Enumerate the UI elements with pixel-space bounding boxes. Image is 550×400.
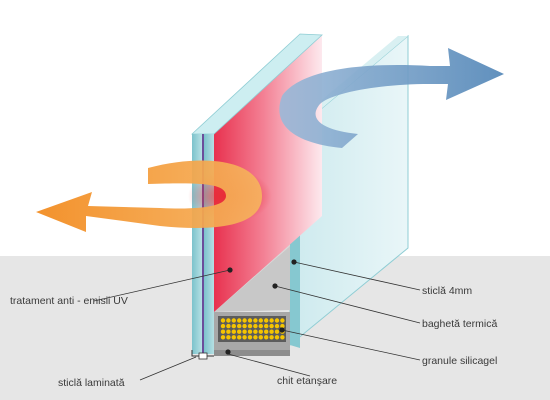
leader-laminated bbox=[139, 356, 197, 381]
silica-gel-granule bbox=[231, 329, 236, 334]
silica-gel-granule bbox=[258, 329, 263, 334]
silica-gel-granule bbox=[237, 329, 242, 334]
silica-gel-granule bbox=[220, 329, 226, 334]
silica-gel-granule bbox=[258, 318, 263, 323]
silica-gel-granule bbox=[247, 318, 253, 323]
silica-gel-granule bbox=[226, 335, 231, 340]
silica-gel-granule bbox=[231, 335, 236, 340]
silica-gel-granule bbox=[264, 318, 269, 323]
silica-gel-granule bbox=[242, 335, 247, 340]
silica-gel-granule bbox=[231, 318, 236, 323]
silica-gel-granule bbox=[280, 335, 285, 340]
silica-gel-granule bbox=[269, 323, 274, 329]
silica-gel-granule bbox=[220, 335, 226, 340]
dot-uv bbox=[227, 267, 233, 273]
silica-gel-granule bbox=[258, 323, 263, 329]
silica-gel-granule bbox=[269, 329, 274, 334]
silica-gel-granule bbox=[242, 329, 247, 334]
silica-gel-granule bbox=[220, 318, 226, 323]
silica-gel-granule bbox=[237, 335, 242, 340]
silica-gel-granule bbox=[226, 318, 231, 323]
silica-gel-granule bbox=[274, 335, 280, 340]
silica-gel-granule bbox=[247, 335, 253, 340]
silica-gel-granule bbox=[253, 329, 258, 334]
silica-gel-granule bbox=[220, 323, 226, 329]
silica-gel-granule bbox=[242, 323, 247, 329]
silica-gel-granule bbox=[231, 323, 236, 329]
leader-thermal bbox=[274, 285, 421, 324]
silica-gel-granule bbox=[253, 335, 258, 340]
cold-air-flow-icon bbox=[279, 48, 504, 148]
label-laminated-glass: sticlă laminată bbox=[58, 377, 125, 389]
silica-gel-granule bbox=[274, 323, 280, 329]
label-sealant: chit etanşare bbox=[277, 375, 337, 387]
silica-gel-granule bbox=[280, 323, 285, 329]
label-silica-gel: granule silicagel bbox=[422, 355, 497, 367]
silica-gel-granule bbox=[264, 335, 269, 340]
laminated-glass-edge-outer bbox=[192, 134, 202, 354]
hot-air-flow-icon bbox=[36, 160, 262, 232]
sealant-strip bbox=[214, 350, 290, 356]
leader-silica bbox=[281, 329, 421, 361]
leader-sealant bbox=[227, 353, 311, 377]
silica-gel-granule bbox=[237, 323, 242, 329]
silica-gel-granule bbox=[264, 323, 269, 329]
label-uv-treatment: tratament anti - emisii UV bbox=[10, 295, 128, 307]
silica-gel-granule bbox=[253, 318, 258, 323]
silica-gel-granule bbox=[274, 329, 280, 334]
leader-lines bbox=[93, 261, 421, 381]
laminated-marker bbox=[198, 352, 208, 360]
silica-gel-granule bbox=[258, 335, 263, 340]
silica-gel-granule bbox=[269, 318, 274, 323]
silica-gel-granule bbox=[247, 329, 253, 334]
label-glass-4mm: sticlă 4mm bbox=[422, 285, 472, 297]
silica-gel-granules bbox=[220, 318, 285, 340]
leader-dots bbox=[225, 259, 297, 355]
dot-glass-4mm bbox=[291, 259, 297, 265]
leader-uv bbox=[93, 269, 231, 302]
silica-gel-granule bbox=[274, 318, 280, 323]
silica-gel-granule bbox=[226, 323, 231, 329]
silica-gel-granule bbox=[264, 329, 269, 334]
laminated-glass-edge-inner bbox=[204, 134, 214, 354]
silica-gel-granule bbox=[242, 318, 247, 323]
silica-gel-granule bbox=[237, 318, 242, 323]
silica-gel-granule bbox=[253, 323, 258, 329]
dot-sealant bbox=[225, 349, 231, 355]
leader-glass-4mm bbox=[293, 261, 421, 291]
silica-gel-granule bbox=[247, 323, 253, 329]
silica-gel-granule bbox=[226, 329, 231, 334]
dot-thermal bbox=[272, 283, 278, 289]
laminated-glass-interlayer bbox=[202, 134, 204, 354]
label-thermal-spacer: baghetă termică bbox=[422, 318, 497, 330]
silica-gel-granule bbox=[269, 335, 274, 340]
dot-silica bbox=[279, 327, 285, 333]
silica-gel-granule bbox=[280, 318, 285, 323]
